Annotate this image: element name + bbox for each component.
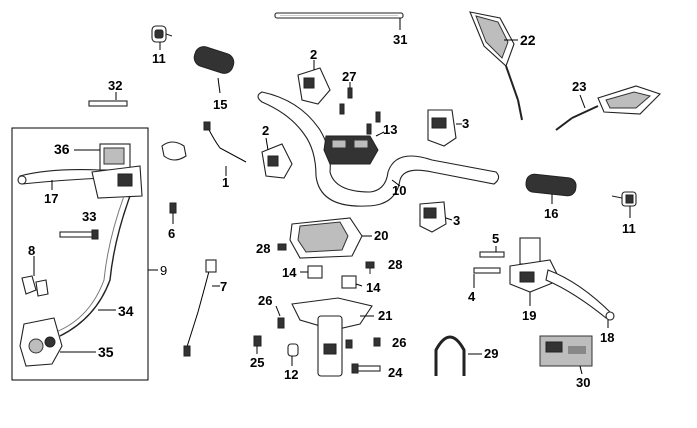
callout-30: 30 [576, 375, 591, 390]
callout-26-lower: 26 [392, 335, 407, 350]
part-35-caliper [19, 317, 96, 367]
callout-6: 6 [168, 226, 176, 241]
part-30-switch-photo [539, 335, 593, 375]
part-19-master-cylinder-right [509, 237, 561, 306]
callout-26-upper: 26 [258, 293, 273, 308]
part-14-blocks [300, 265, 363, 289]
part-16-right-grip [525, 173, 577, 204]
part-27-screws [339, 82, 381, 135]
callout-12: 12 [284, 367, 299, 382]
callout-24: 24 [388, 365, 403, 380]
part-1-throttle-cable [203, 121, 247, 176]
callout-31: 31 [393, 32, 408, 47]
part-24-bolt [351, 363, 381, 374]
callout-22: 22 [520, 32, 536, 48]
callout-25: 25 [250, 355, 265, 370]
callout-3-lower: 3 [453, 213, 461, 228]
part-15-left-grip [193, 46, 235, 94]
callout-14-left: 14 [282, 265, 297, 280]
part-2-switch-upper [297, 60, 331, 105]
part-17-brake-lever-left [17, 169, 105, 190]
part-23-mirror-lower [555, 85, 662, 131]
callout-11-right: 11 [622, 221, 636, 236]
callout-35: 35 [98, 344, 114, 360]
callout-28-left: 28 [256, 241, 271, 256]
callout-14-right: 14 [366, 280, 381, 295]
part-21-top-clamp [291, 297, 374, 377]
part-5-4-bolts [473, 246, 505, 288]
callout-5: 5 [492, 231, 500, 246]
part-34-brake-hose [55, 195, 131, 337]
part-clamp-half [161, 141, 187, 161]
part-7-shaft [183, 259, 220, 357]
callout-32: 32 [108, 78, 123, 93]
callout-36: 36 [54, 141, 70, 157]
part-18-brake-lever-right [545, 269, 615, 328]
callout-21: 21 [378, 308, 393, 323]
callout-1: 1 [222, 175, 230, 190]
part-31-cable-tie [274, 12, 404, 30]
part-26-bolts [275, 305, 381, 349]
callout-10: 10 [392, 183, 407, 198]
part-3-switch-upper [427, 109, 462, 147]
part-28-bolts [277, 243, 375, 274]
part-10-handlebar [257, 91, 500, 207]
callout-27: 27 [342, 69, 357, 84]
callout-4: 4 [468, 289, 476, 304]
part-29-u-bolt [434, 335, 482, 376]
part-8-brake-pads [21, 256, 49, 297]
callout-2-upper: 2 [310, 47, 318, 62]
callout-9: 9 [160, 263, 168, 278]
callout-28-right: 28 [388, 257, 403, 272]
part-12-washer [287, 343, 299, 366]
part-32-long-bolt [88, 92, 128, 107]
callout-2-lower: 2 [262, 123, 270, 138]
part-36-master-cylinder-left [74, 143, 143, 199]
callout-3-upper: 3 [462, 116, 470, 131]
callout-19: 19 [522, 308, 537, 323]
callout-34: 34 [118, 303, 134, 319]
part-6-small-bolt [169, 202, 177, 224]
callout-33: 33 [82, 209, 97, 224]
part-11-bar-end-left [151, 25, 173, 50]
callout-16: 16 [544, 206, 559, 221]
callout-20: 20 [374, 228, 389, 243]
callout-18: 18 [600, 330, 615, 345]
callout-8: 8 [28, 243, 36, 258]
part-3-switch-lower [419, 201, 453, 233]
callout-15: 15 [213, 97, 228, 112]
part-13-upper-clamp [323, 131, 385, 165]
callout-23: 23 [572, 79, 587, 94]
callout-7: 7 [220, 279, 228, 294]
callout-13: 13 [383, 122, 398, 137]
part-22-mirror-upper [469, 11, 523, 121]
part-11-bar-end-right [611, 191, 637, 218]
brake-assembly-group-box [11, 127, 149, 381]
part-25-nut [253, 335, 262, 354]
callout-17: 17 [44, 191, 59, 206]
callout-29: 29 [484, 346, 499, 361]
part-20-riser-clamp [289, 217, 372, 259]
callout-11-top: 11 [152, 51, 166, 66]
part-2-switch-lower [261, 137, 293, 179]
part-33-pin [59, 229, 99, 240]
